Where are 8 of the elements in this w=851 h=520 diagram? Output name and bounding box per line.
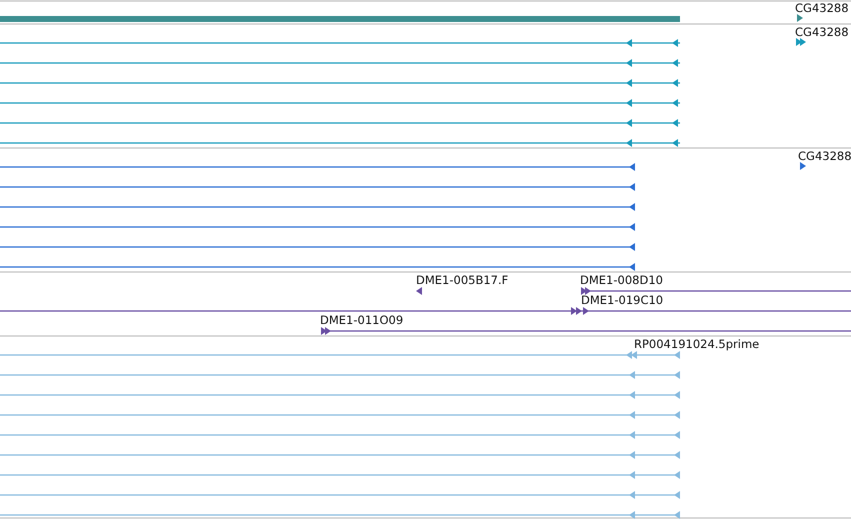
feature-label: DME1-011O09 xyxy=(320,314,404,327)
feature-label: CG43288 xyxy=(795,2,849,15)
feature-label: CG43288 xyxy=(795,26,849,39)
feature-label: DME1-008D10 xyxy=(580,274,663,287)
feature-label: CG43288 xyxy=(798,150,851,163)
feature-label: DME1-005B17.F xyxy=(416,274,508,287)
feature-label: RP004191024.5prime xyxy=(634,338,760,351)
feature-label: DME1-019C10 xyxy=(581,294,664,307)
